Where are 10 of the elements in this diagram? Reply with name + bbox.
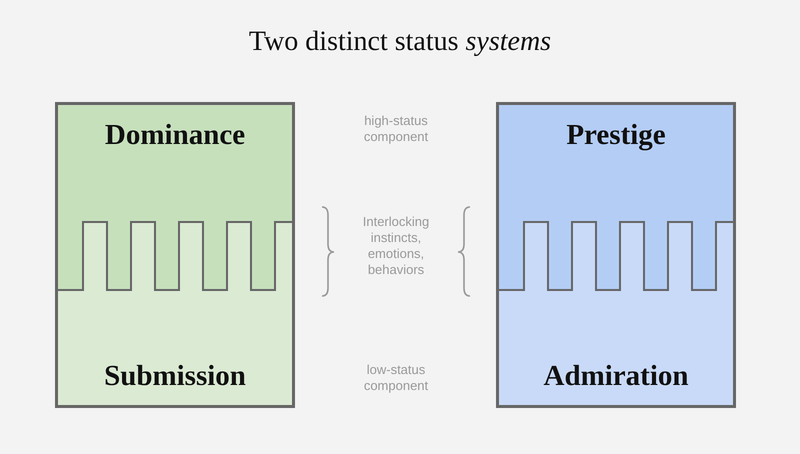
status-system-box [496,102,736,408]
component-label: Dominance [104,119,246,152]
annotation-text: high-status component [362,113,430,145]
component-label: Admiration [542,360,690,393]
component-label: Prestige [565,119,667,152]
annotation-text: low-status component [362,362,430,394]
component-label: Submission [103,360,247,393]
status-system-box [55,102,295,408]
diagram-title: Two distinct status systems [248,26,552,58]
annotation-text: Interlocking instincts, emotions, behaviors [362,214,430,278]
